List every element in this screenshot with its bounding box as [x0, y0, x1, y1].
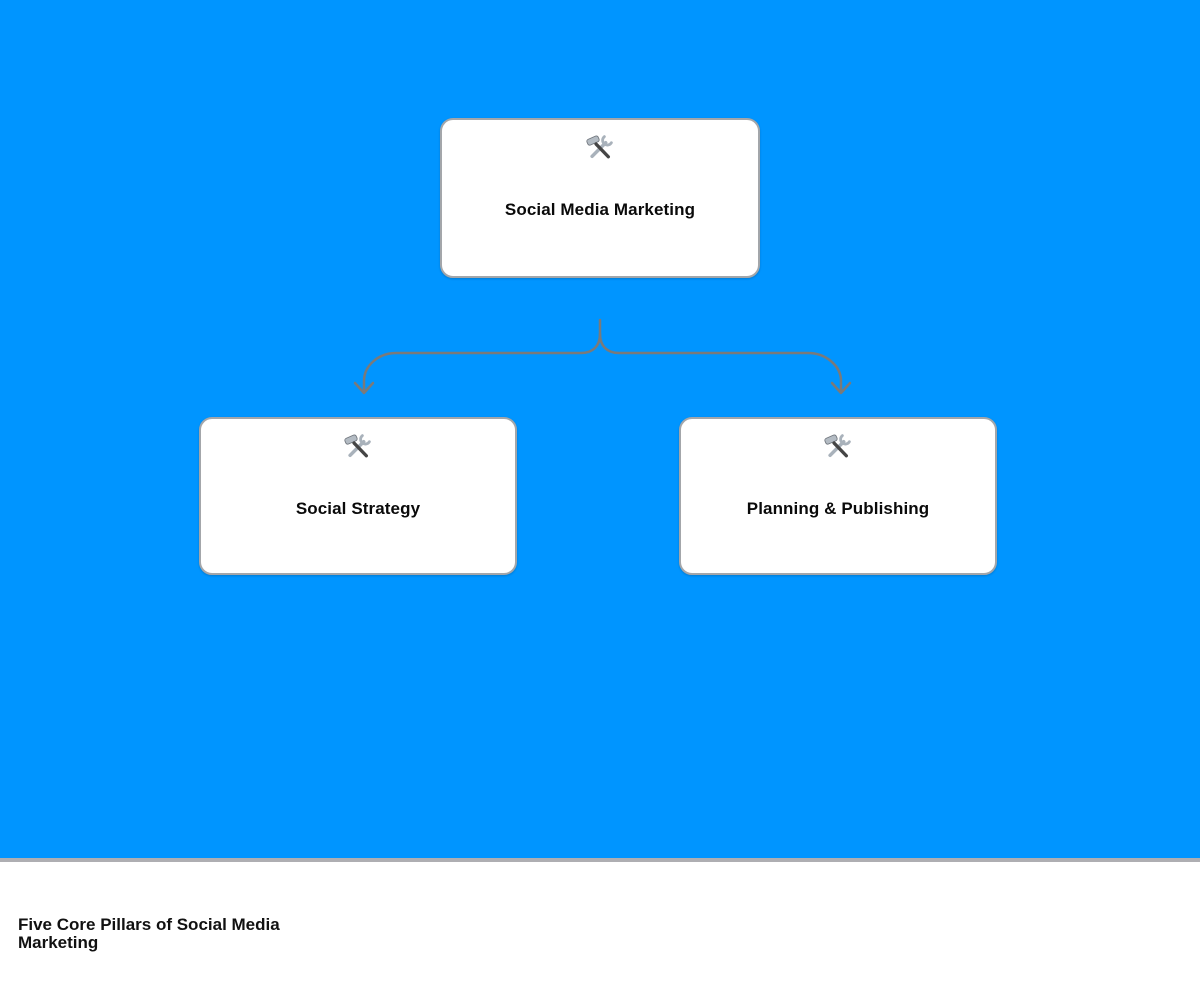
arrowhead-left-icon	[353, 381, 375, 395]
connector-right	[598, 332, 843, 394]
diagram-title: Five Core Pillars of Social Media Market…	[18, 915, 280, 952]
node-label: Social Media Marketing	[504, 200, 696, 219]
canvas-divider	[0, 858, 1200, 862]
node-label: Social Strategy	[295, 499, 421, 518]
node-label: Planning & Publishing	[746, 499, 930, 518]
node-social-strategy[interactable]: Social Strategy	[199, 417, 517, 575]
node-planning-publishing[interactable]: Planning & Publishing	[679, 417, 997, 575]
hammer-and-wrench-icon	[824, 434, 851, 458]
diagram-canvas: Social Media Marketing Social Strategy P…	[0, 0, 1200, 858]
caption-area: Five Core Pillars of Social Media Market…	[0, 862, 1200, 1000]
arrowhead-right-icon	[830, 381, 852, 395]
node-social-media-marketing[interactable]: Social Media Marketing	[440, 118, 760, 278]
connector-left	[362, 318, 602, 394]
hammer-and-wrench-icon	[344, 434, 371, 458]
hammer-and-wrench-icon	[586, 135, 613, 159]
